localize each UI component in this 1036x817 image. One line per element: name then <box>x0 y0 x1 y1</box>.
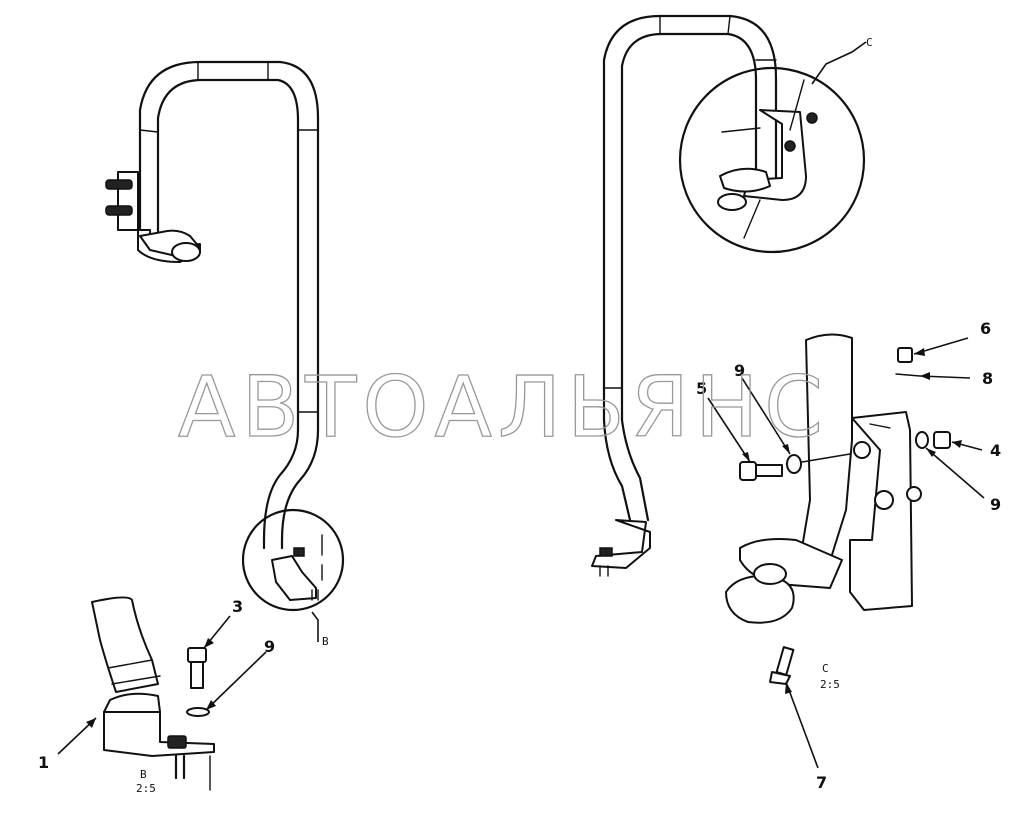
svg-text:5: 5 <box>696 379 707 398</box>
right-handrail-tube-outer <box>602 14 778 422</box>
bolt-part-3 <box>187 647 207 689</box>
view-b-scale: 2:5 <box>136 782 156 795</box>
callout-3: 3 <box>203 597 243 649</box>
callout-1: 1 <box>38 717 97 772</box>
svg-text:6: 6 <box>980 319 991 338</box>
left-handrail-tube-outer <box>138 60 320 550</box>
callout-9-left: 9 <box>205 637 275 711</box>
left-handrail-assembly: B <box>105 60 345 648</box>
svg-text:1: 1 <box>38 753 49 772</box>
pin-part-8 <box>895 373 921 377</box>
callout-7: 7 <box>785 681 827 792</box>
view-c-letter: C <box>822 662 829 675</box>
svg-text:7: 7 <box>816 773 827 792</box>
detail-view-c: C 2:5 <box>725 333 951 691</box>
view-c-scale: 2:5 <box>820 678 840 691</box>
right-lower-foot <box>591 519 651 569</box>
right-handrail-assembly: C <box>591 14 873 577</box>
callout-5: 5 <box>696 379 751 463</box>
washer-part-9-left <box>786 454 802 474</box>
callout-4: 4 <box>951 440 1001 460</box>
svg-text:9: 9 <box>990 495 1001 514</box>
detail-circle-b: B <box>241 508 345 648</box>
detail-marker-c: C <box>866 36 873 49</box>
nut-part-4 <box>933 431 951 449</box>
view-b-letter: B <box>140 768 147 781</box>
callout-6: 6 <box>913 319 991 356</box>
svg-text:9: 9 <box>734 361 745 380</box>
nut-part-6 <box>897 347 913 363</box>
detail-circle-c: C <box>678 36 873 254</box>
callout-9-middle: 9 <box>734 361 791 455</box>
bolt-part-7 <box>769 646 795 685</box>
washer-part-9-right <box>915 431 929 449</box>
callout-8: 8 <box>919 369 993 388</box>
detail-view-b: B 2:5 <box>91 596 215 795</box>
watermark-text: АВТОАЛЬЯНС <box>178 358 829 456</box>
svg-text:8: 8 <box>982 369 993 388</box>
svg-text:9: 9 <box>264 637 275 656</box>
detail-marker-b: B <box>322 635 329 648</box>
svg-text:3: 3 <box>232 597 243 616</box>
bolt-part-5 <box>739 461 783 481</box>
left-handrail-band <box>139 129 159 133</box>
left-upper-bracket <box>105 171 201 263</box>
callout-9-right: 9 <box>925 447 1001 514</box>
washer-part-9 <box>186 707 210 717</box>
svg-text:4: 4 <box>990 441 1001 460</box>
left-handrail-tube-inner <box>156 78 300 550</box>
